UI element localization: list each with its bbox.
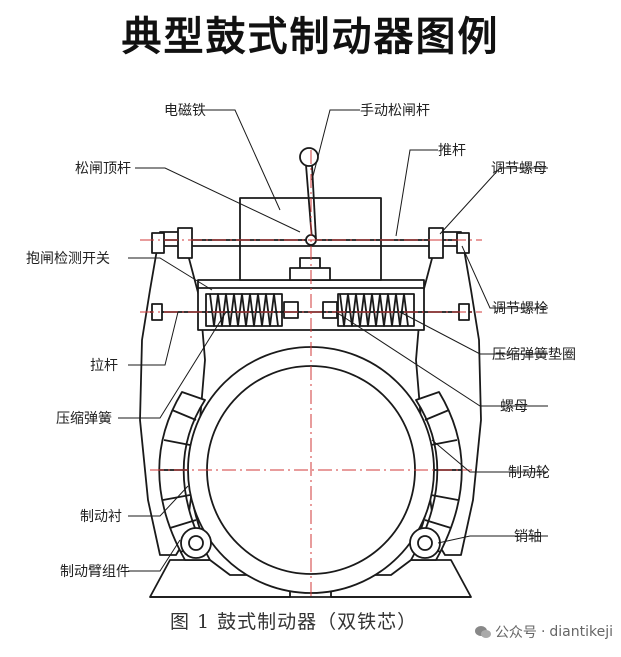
figure-caption: 图 1 鼓式制动器（双铁芯） — [170, 611, 418, 633]
label-nut: 螺母 — [500, 399, 528, 415]
label-push-rod: 推杆 — [438, 143, 466, 159]
label-pull-rod: 拉杆 — [90, 358, 118, 374]
wechat-icon — [474, 626, 491, 638]
label-pin-shaft: 销轴 — [514, 529, 542, 545]
label-spring-washer: 压缩弹簧垫圈 — [492, 347, 576, 363]
brake-shoe-left — [158, 391, 211, 561]
label-brake-lining: 制动衬 — [80, 509, 122, 525]
label-adjusting-bolt: 调节螺栓 — [492, 301, 548, 317]
label-release-detection-switch: 抱闸检测开关 — [26, 251, 110, 267]
brake-shoe-right — [410, 391, 463, 561]
label-release-push-rod: 松闸顶杆 — [75, 161, 131, 177]
diagram-title: 典型鼓式制动器图例 — [121, 13, 500, 60]
pin-shaft-left — [180, 527, 212, 559]
pin-shaft-right — [409, 527, 441, 559]
leader-lines — [118, 109, 548, 572]
label-manual-release-lever: 手动松闸杆 — [360, 103, 430, 119]
nut-left — [283, 301, 299, 319]
watermark-separator: · — [540, 624, 546, 640]
label-brake-wheel: 制动轮 — [508, 465, 550, 481]
manual-release-knob — [299, 147, 319, 167]
compression-spring-right — [339, 293, 409, 327]
compression-spring-left — [209, 293, 279, 327]
label-adjusting-nut: 调节螺母 — [491, 161, 547, 177]
watermark-platform: 公众号 — [494, 625, 537, 641]
nut-right — [322, 301, 338, 319]
watermark-account: diantikeji — [549, 624, 613, 640]
label-brake-arm-assembly: 制动臂组件 — [60, 564, 130, 580]
label-compression-spring: 压缩弹簧 — [56, 411, 112, 427]
watermark: 公众号 · diantikeji — [474, 622, 613, 642]
label-electromagnet: 电磁铁 — [164, 103, 206, 119]
centerlines — [140, 150, 482, 600]
